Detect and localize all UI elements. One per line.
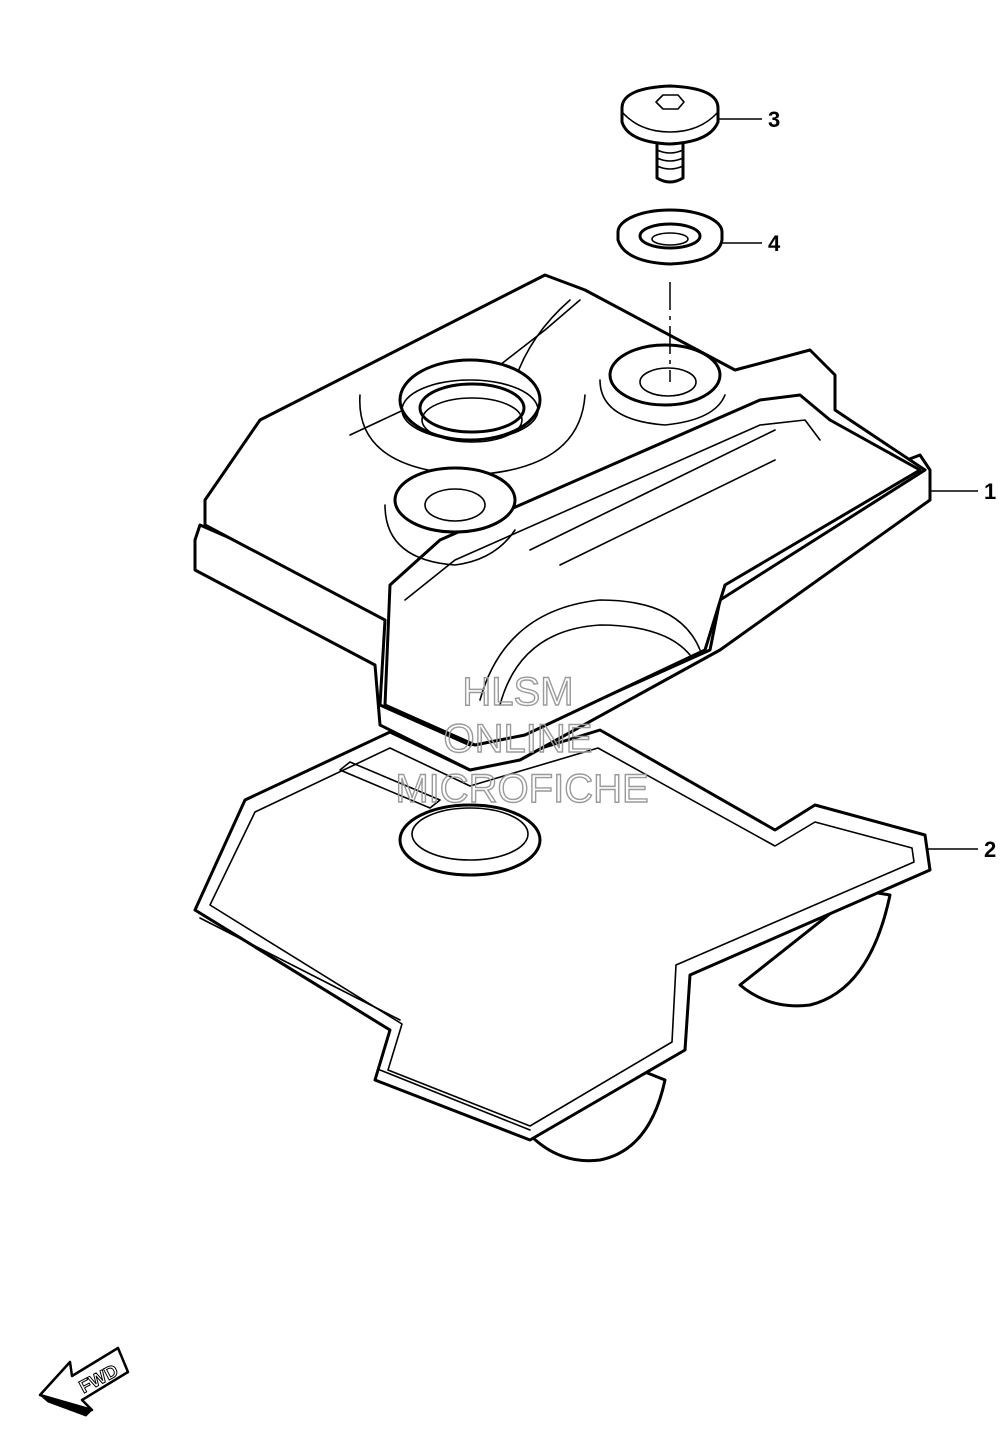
callout-3-label[interactable]: 3 — [768, 107, 780, 132]
callout-1-label[interactable]: 1 — [984, 479, 996, 504]
watermark-line-1: HLSM — [462, 670, 573, 714]
watermark-line-2: ONLINE — [444, 717, 593, 761]
callout-2-label[interactable]: 2 — [984, 837, 996, 862]
cylinder-head-cover-part[interactable] — [193, 273, 932, 772]
watermark-line-3: MICROFICHE — [395, 767, 648, 811]
watermark: HLSM ONLINE MICROFICHE — [395, 669, 650, 811]
callout-4-label[interactable]: 4 — [768, 231, 781, 256]
fwd-arrow-icon: FWD — [38, 1346, 130, 1417]
flange-bolt-part[interactable] — [620, 84, 720, 184]
gasket-part[interactable] — [193, 728, 932, 1163]
seal-washer-part[interactable] — [616, 208, 724, 266]
